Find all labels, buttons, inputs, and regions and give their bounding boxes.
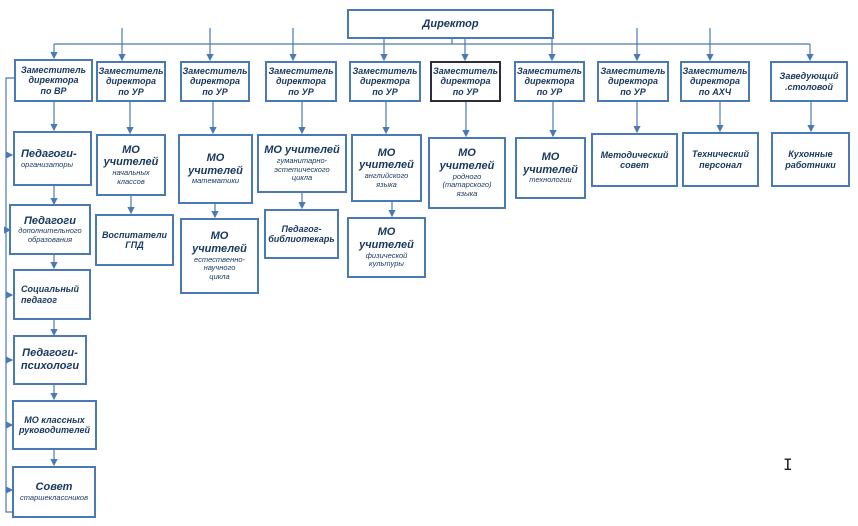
- box-sub: технологии: [529, 175, 572, 185]
- box-main: Кухонные работники: [785, 149, 836, 170]
- box-main: Воспитатели ГПД: [101, 229, 168, 250]
- box-main: Педагог- библиотекарь: [268, 223, 335, 244]
- deputy-ur-box: Заместитель директора по УР: [514, 61, 585, 102]
- box-sub: гуманитарно- эстетического цикла: [274, 155, 330, 183]
- deputy-ur-box: Заместитель директора по УР: [349, 61, 421, 102]
- mo-science-box: МО учителей естественно- научного цикла: [180, 218, 259, 294]
- box-sub: английского языка: [364, 171, 409, 189]
- deputy-label: Заместитель директора по УР: [98, 65, 164, 97]
- social-pedagogue-box: Социальный педагог: [13, 269, 91, 320]
- psychologists-box: Педагоги- психологи: [13, 335, 87, 385]
- mo-pe-box: МО учителей физической культуры: [347, 217, 426, 278]
- deputy-ahch-box: Заместитель директора по АХЧ: [680, 61, 750, 102]
- text-cursor-icon: I: [783, 455, 793, 474]
- deputy-label: Заместитель директора по ВР: [20, 64, 86, 96]
- box-main: МО учителей: [188, 152, 243, 177]
- box-sub: начальных классов: [112, 168, 150, 186]
- mo-math-box: МО учителей математики: [178, 134, 253, 204]
- deputy-label: Заместитель директора по УР: [600, 65, 666, 97]
- director-box: Директор: [347, 9, 554, 39]
- deputy-label: Заместитель директора по УР: [352, 65, 418, 97]
- box-main: Методический совет: [600, 149, 669, 170]
- box-main: МО классных руководителей: [18, 414, 91, 435]
- deputy-label: Заместитель директора по УР: [268, 65, 334, 97]
- deputy-label: Заместитель директора по УР: [432, 65, 498, 97]
- deputy-ur-box: Заместитель директора по УР: [180, 61, 250, 102]
- box-main: МО учителей: [523, 151, 578, 176]
- box-main: МО учителей: [359, 226, 414, 251]
- deputy-vr-box: Заместитель директора по ВР: [14, 59, 93, 102]
- librarian-box: Педагог- библиотекарь: [264, 209, 339, 259]
- box-sub: организаторы: [21, 159, 74, 169]
- deputy-ur-box: Заместитель директора по УР: [597, 61, 669, 102]
- mo-english-box: МО учителей английского языка: [351, 134, 422, 202]
- kitchen-workers-box: Кухонные работники: [771, 132, 850, 187]
- box-main: МО учителей: [192, 230, 247, 256]
- director-label: Директор: [422, 17, 479, 30]
- methodical-council-box: Методический совет: [591, 133, 678, 187]
- box-main: МО учителей: [359, 146, 414, 172]
- organizers-box: Педагоги- организаторы: [13, 131, 92, 186]
- box-sub: старшеклассников: [19, 493, 89, 502]
- canteen-head-box: Заведующий .столовой: [770, 61, 848, 102]
- box-main: Педагоги- психологи: [20, 347, 80, 372]
- box-main: МО учителей: [103, 143, 159, 169]
- box-sub: естественно- научного цикла: [193, 254, 245, 281]
- box-main: Технический персонал: [692, 149, 749, 170]
- deputy-ur-box: Заместитель директора по УР: [430, 61, 501, 102]
- box-sub: математики: [191, 176, 240, 186]
- gpd-educators-box: Воспитатели ГПД: [95, 214, 174, 266]
- extra-education-box: Педагоги дополнительного образования: [9, 204, 91, 255]
- box-sub: родного (татарского) языка: [442, 171, 492, 198]
- mo-primary-box: МО учителей начальных классов: [96, 134, 166, 196]
- mo-humanities-box: МО учителей гуманитарно- эстетического ц…: [257, 134, 347, 193]
- mo-technology-box: МО учителей технологии: [515, 137, 586, 199]
- deputy-label: Заведующий .столовой: [779, 71, 839, 92]
- class-teachers-mo-box: МО классных руководителей: [12, 400, 97, 450]
- deputy-ur-box: Заместитель директора по УР: [265, 61, 337, 102]
- deputy-label: Заместитель директора по УР: [516, 65, 582, 97]
- box-main: МО учителей: [439, 147, 495, 173]
- box-sub: физической культуры: [365, 250, 408, 269]
- technical-staff-box: Технический персонал: [682, 132, 759, 187]
- box-main: Социальный педагог: [21, 284, 79, 305]
- box-main: Педагоги-: [21, 147, 77, 160]
- deputy-ur-box: Заместитель директора по УР: [96, 61, 166, 102]
- box-main: МО учителей: [264, 144, 340, 157]
- box-main: Совет: [35, 481, 73, 494]
- box-sub: дополнительного образования: [18, 226, 82, 244]
- deputy-label: Заместитель директора по УР: [182, 65, 248, 97]
- box-main: Педагоги: [24, 214, 76, 227]
- senior-council-box: Совет старшеклассников: [12, 466, 96, 518]
- mo-native-language-box: МО учителей родного (татарского) языка: [428, 137, 506, 209]
- deputy-label: Заместитель директора по АХЧ: [682, 65, 748, 97]
